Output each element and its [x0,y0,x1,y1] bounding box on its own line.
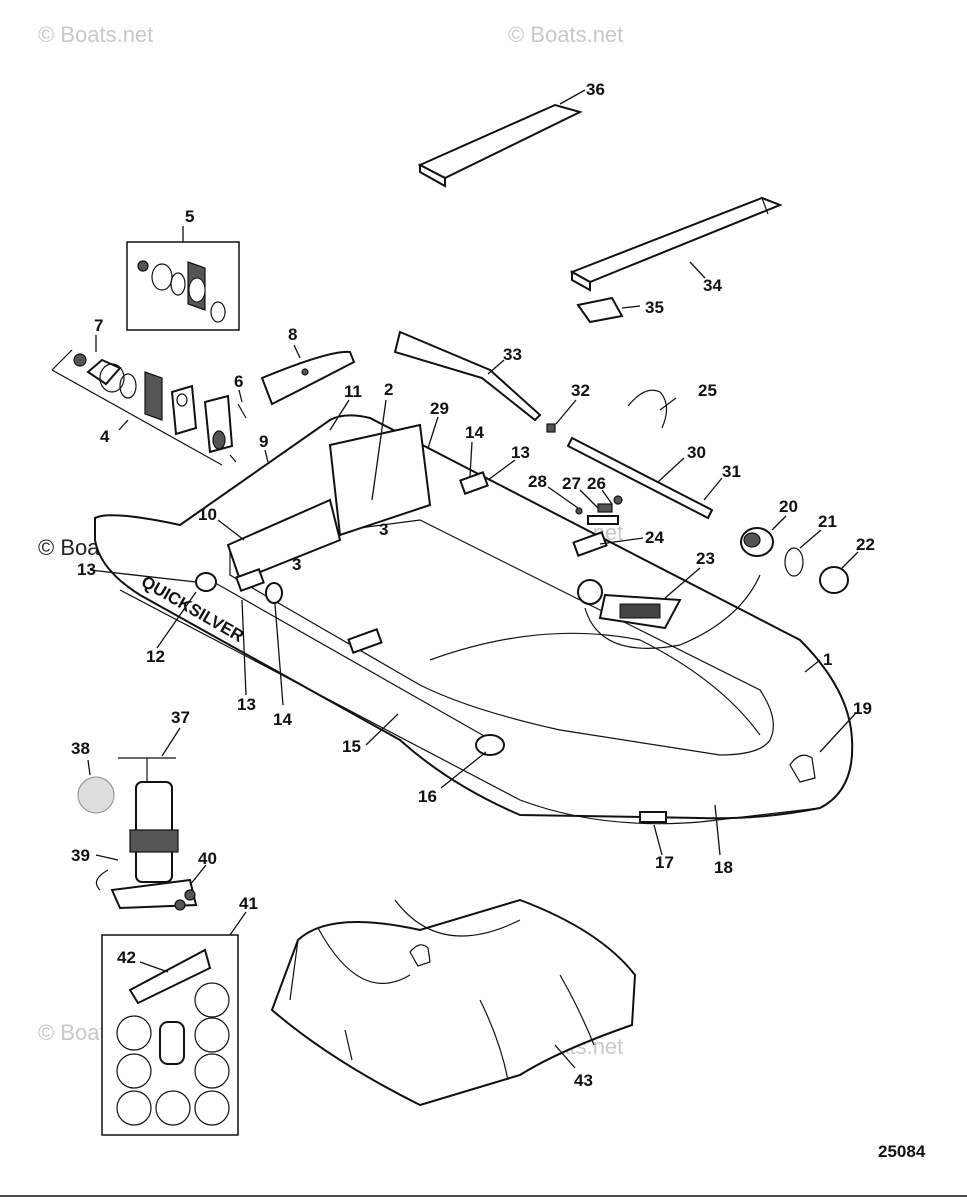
oar-lock [546,423,556,433]
callout-27: 27 [562,474,581,493]
callout-25: 25 [698,381,717,400]
callout-38: 38 [71,739,90,758]
seat-bracket [576,296,624,324]
inflatable-boat: QUICKSILVER [94,414,854,825]
rod [566,436,714,520]
callout-15: 15 [342,737,361,756]
callout-42: 42 [117,948,136,967]
callout-33: 33 [503,345,522,364]
callout-13-b: 13 [237,695,256,714]
callout-1: 1 [823,650,832,669]
callout-18: 18 [714,858,733,877]
seat [569,196,783,292]
callout-41: 41 [239,894,258,913]
callout-13-c: 13 [511,443,530,462]
fittings [575,495,623,525]
callout-29: 29 [430,399,449,418]
seat-board [417,103,583,188]
handle [260,350,356,406]
callout-39: 39 [71,846,90,865]
valve-kit-box [126,241,240,331]
watermark-top-right: © Boats.net [508,22,623,47]
callout-13-a: 13 [77,560,96,579]
callout-21: 21 [818,512,837,531]
safety-cable [627,389,668,429]
foot-pump [77,757,198,911]
repair-kit-box [101,934,239,1136]
callout-11: 11 [344,382,362,401]
callout-23: 23 [696,549,715,568]
valve-assembly [51,349,247,466]
callout-2: 2 [384,380,393,399]
callout-14-b: 14 [273,710,292,729]
callout-24: 24 [645,528,664,547]
callout-3-a: 3 [292,555,301,574]
callout-8: 8 [288,325,297,344]
callout-7: 7 [94,316,103,335]
callout-12: 12 [146,647,165,666]
callout-28: 28 [528,472,547,491]
callout-31: 31 [722,462,741,481]
callout-16: 16 [418,787,437,806]
callout-34: 34 [703,276,722,295]
callout-30: 30 [687,443,706,462]
callout-20: 20 [779,497,798,516]
callout-17: 17 [655,853,674,872]
callout-36: 36 [586,80,605,99]
carry-bag [270,898,637,1107]
callout-14-a: 14 [465,423,484,442]
callout-37: 37 [171,708,190,727]
drain-valve [740,527,849,594]
callout-22: 22 [856,535,875,554]
watermark-top-left: © Boats.net [38,22,153,47]
callout-32: 32 [571,381,590,400]
callout-3-b: 3 [379,520,388,539]
callout-6: 6 [234,372,243,391]
callout-9: 9 [259,432,268,451]
callout-19: 19 [853,699,872,718]
callout-5: 5 [185,207,194,226]
callout-43: 43 [574,1071,593,1090]
callout-40: 40 [198,849,217,868]
oar [393,330,542,422]
figure-number: 25084 [878,1142,926,1161]
callout-10: 10 [198,505,217,524]
callout-35: 35 [645,298,664,317]
callout-4: 4 [100,427,110,446]
callout-26: 26 [587,474,606,493]
